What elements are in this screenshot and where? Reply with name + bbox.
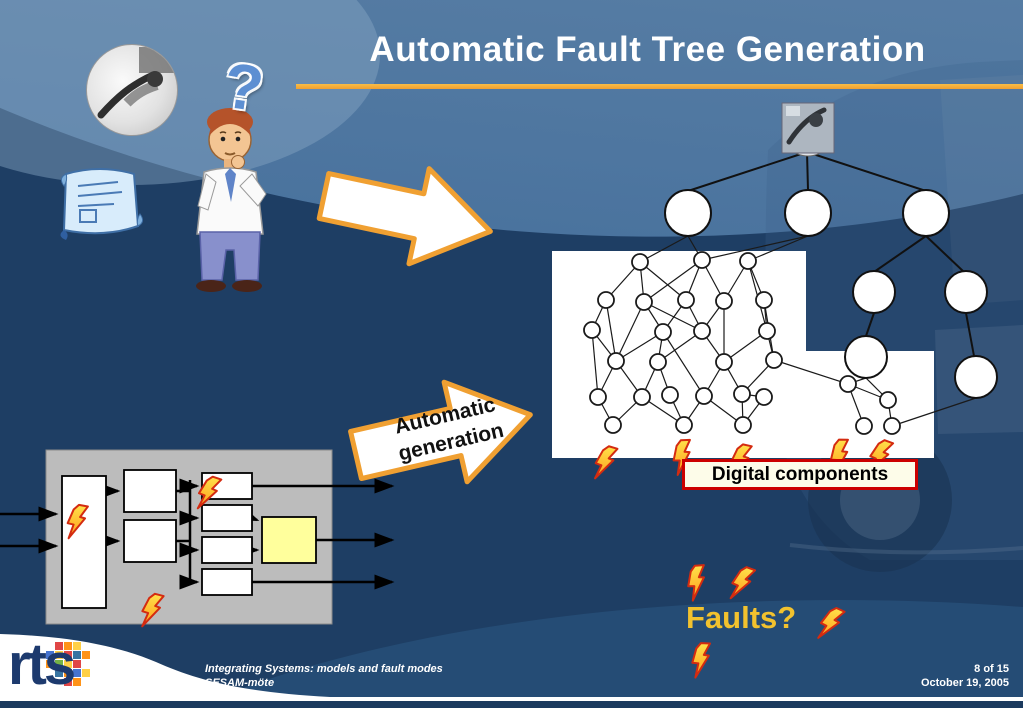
footer-left: Integrating Systems: models and fault mo… bbox=[205, 662, 443, 690]
thinking-person-icon bbox=[196, 108, 267, 292]
bottom-bar bbox=[0, 701, 1023, 708]
footer-presentation-title: Integrating Systems: models and fault mo… bbox=[205, 663, 443, 675]
block-arrow-automatic-generation bbox=[345, 365, 542, 505]
slide-title: Automatic Fault Tree Generation bbox=[369, 30, 926, 69]
footer-page-indicator: 8 of 15 bbox=[974, 663, 1009, 675]
footer-event-name: SESAM-möte bbox=[205, 677, 275, 689]
logo-text: rts bbox=[8, 632, 76, 697]
logo-mosaic-icon bbox=[46, 642, 90, 686]
component-network bbox=[583, 235, 977, 435]
faults-label: Faults? bbox=[686, 600, 797, 635]
highlighted-component bbox=[261, 516, 317, 564]
title-underline bbox=[296, 84, 1023, 89]
footer-swoosh bbox=[0, 634, 1023, 701]
footer-date: October 19, 2005 bbox=[920, 677, 1009, 689]
rts-logo: rts bbox=[6, 632, 136, 704]
footer-right: 8 of 15 October 19, 2005 bbox=[921, 662, 1009, 690]
tree-root-photo bbox=[781, 102, 835, 157]
fault-tree bbox=[664, 102, 998, 399]
sketch-scribble bbox=[97, 47, 175, 119]
block-arrow-top bbox=[314, 148, 501, 278]
blueprint-scroll-icon bbox=[60, 168, 144, 240]
hand-sketch-photo bbox=[86, 44, 178, 136]
digital-components-label: Digital components bbox=[682, 459, 918, 490]
circuit-diagram bbox=[0, 449, 395, 625]
